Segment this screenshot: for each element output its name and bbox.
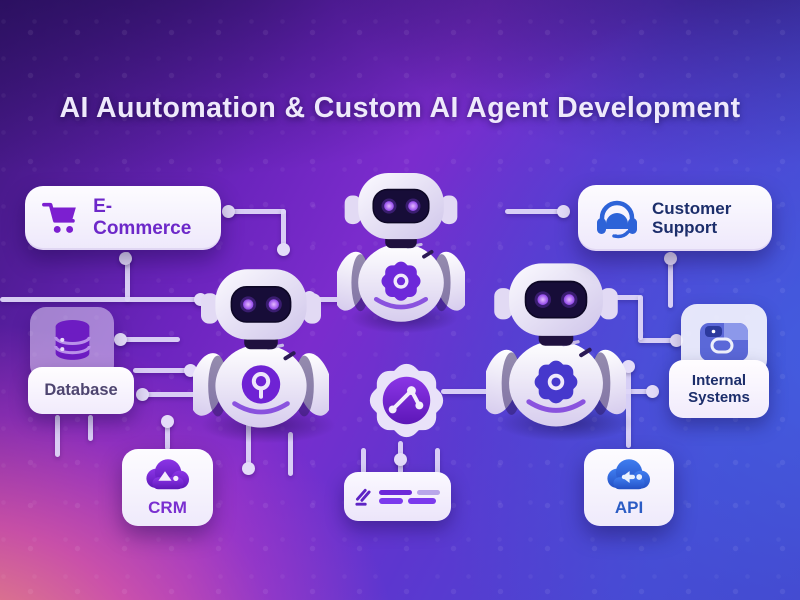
card-customer-support: Customer Support <box>578 185 772 251</box>
task-lines <box>379 487 440 507</box>
card-api: API <box>584 449 674 526</box>
connector-segment <box>595 295 641 300</box>
connector-segment <box>505 209 563 214</box>
connector-segment <box>638 295 643 340</box>
connector-segment <box>88 415 93 441</box>
database-icon <box>53 319 91 360</box>
checklist-icon <box>355 488 371 506</box>
connector-segment <box>441 389 499 394</box>
connector-segment <box>142 392 214 397</box>
connector-segment <box>668 252 673 308</box>
storage-box-icon <box>700 323 748 361</box>
connector-dot <box>645 384 659 398</box>
cloud-crm-icon <box>145 458 189 489</box>
connector-segment <box>281 209 286 249</box>
card-label: E-Commerce <box>93 196 192 239</box>
robot-center <box>337 170 465 324</box>
connector-dot <box>221 204 235 218</box>
lens-emblem-icon <box>241 365 281 404</box>
connector-dot <box>160 414 174 428</box>
card-label: API <box>614 497 644 517</box>
connector-segment <box>118 337 180 342</box>
connector-segment <box>608 389 654 394</box>
connector-segment <box>133 368 191 373</box>
card-label: Customer Support <box>652 198 732 237</box>
cloud-api-icon <box>607 458 650 489</box>
card-crm: CRM <box>122 449 213 526</box>
chart-blob <box>382 376 431 425</box>
headset-icon <box>597 200 637 239</box>
connector-dot <box>135 387 149 401</box>
card-ecommerce: E-Commerce <box>25 186 221 250</box>
connector-segment <box>307 297 355 302</box>
connector-segment <box>626 364 631 448</box>
connector-dot <box>241 461 255 475</box>
connector-segment <box>288 432 293 476</box>
connector-dot <box>669 333 683 347</box>
connector-dot <box>113 332 127 346</box>
card-tasks <box>344 472 451 521</box>
connector-segment <box>638 338 678 343</box>
connector-segment <box>228 209 286 214</box>
connector-segment <box>165 420 170 450</box>
connector-dot <box>556 204 570 218</box>
connector-segment <box>246 420 251 470</box>
connector-segment <box>435 448 440 474</box>
page-title: AI Auutomation & Custom AI Agent Develop… <box>59 92 741 124</box>
connector-segment <box>125 252 130 302</box>
robot-right <box>486 260 626 429</box>
connector-segment <box>0 297 202 302</box>
connector-dot <box>393 452 407 466</box>
card-label: CRM <box>148 497 187 517</box>
shopping-cart-icon <box>42 202 76 233</box>
connector-dot <box>276 242 290 256</box>
label-internal-systems: Internal Systems <box>669 360 769 418</box>
label-database: Database <box>28 367 134 414</box>
robot-left <box>193 266 329 430</box>
connector-dot <box>183 363 197 377</box>
connector-dot <box>118 251 132 265</box>
connector-segment <box>55 415 60 457</box>
automation-gear-badge <box>369 363 444 438</box>
connector-dot <box>663 251 677 265</box>
connector-segment <box>361 448 366 474</box>
